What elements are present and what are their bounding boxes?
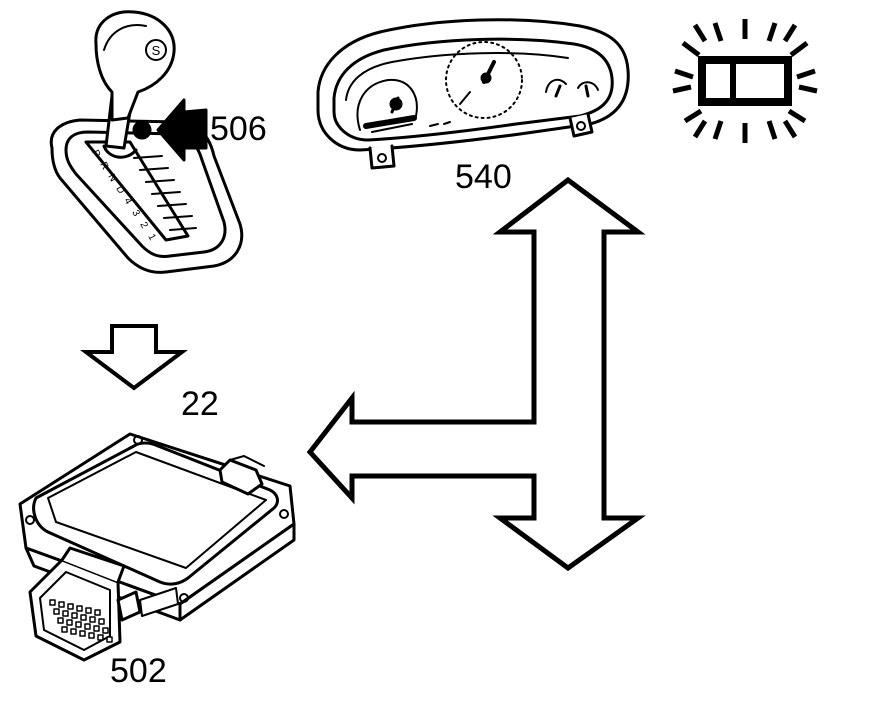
lamp-ray xyxy=(681,41,701,57)
connector-pin xyxy=(66,619,73,626)
gear-letter: N xyxy=(105,172,118,184)
gear-letter: 1 xyxy=(145,232,158,242)
data-bus-arrows xyxy=(306,176,646,572)
instrument-cluster-illustration xyxy=(316,18,630,170)
connector-pin xyxy=(58,601,65,608)
lamp-ray xyxy=(782,23,798,43)
gear-letter: P xyxy=(89,148,102,159)
shift-knob-letter: S xyxy=(152,43,161,58)
gear-letter: 2 xyxy=(137,220,150,230)
lamp-ray xyxy=(766,120,778,140)
gear-letter: R xyxy=(97,160,110,172)
connector-pin xyxy=(67,603,74,610)
lamp-ray xyxy=(789,41,809,57)
connector-pin xyxy=(84,623,91,630)
lamp-ray xyxy=(672,84,692,94)
lamp-ray xyxy=(782,119,798,139)
connector-pin xyxy=(71,612,78,619)
connector-pin xyxy=(62,610,69,617)
gear-letter: D xyxy=(113,184,126,196)
connector-pin xyxy=(53,608,60,615)
connector-pin xyxy=(57,617,64,624)
lamp-ray xyxy=(712,22,724,42)
connector-pin xyxy=(80,614,87,621)
connector-pin xyxy=(61,626,68,633)
connector-pin xyxy=(89,616,96,623)
lamp-ray xyxy=(766,22,778,42)
connector-pin xyxy=(94,609,101,616)
flow-down-arrow xyxy=(80,324,188,391)
lamp-ray xyxy=(798,84,818,94)
connector-pin xyxy=(88,632,95,639)
connector-pin xyxy=(75,621,82,628)
connector-pin xyxy=(85,607,92,614)
label-22: 22 xyxy=(181,385,219,423)
warning-lamp-icon xyxy=(672,19,818,143)
connector-pin xyxy=(79,630,86,637)
gear-shifter-illustration xyxy=(49,10,244,274)
connector-pin xyxy=(49,599,56,606)
lamp-ray xyxy=(796,68,816,80)
lamp-ray xyxy=(712,120,724,140)
connector-pin xyxy=(70,628,77,635)
lamp-ray xyxy=(692,23,708,43)
lamp-ray xyxy=(683,108,703,124)
gear-letter: 4 xyxy=(121,196,134,206)
lamp-ray xyxy=(674,68,694,80)
connector-pin xyxy=(93,625,100,632)
label-540: 540 xyxy=(455,158,512,196)
lamp-ray xyxy=(787,108,807,124)
gear-letter: 3 xyxy=(129,208,142,218)
connector-pin xyxy=(106,636,113,643)
connector-pin xyxy=(76,605,83,612)
connector-pin xyxy=(97,634,104,641)
label-506: 506 xyxy=(210,110,267,148)
label-502: 502 xyxy=(110,652,167,690)
control-module-illustration xyxy=(18,432,296,662)
connector-pin xyxy=(102,627,109,634)
connector-pin xyxy=(98,618,105,625)
lamp-ray xyxy=(692,119,708,139)
